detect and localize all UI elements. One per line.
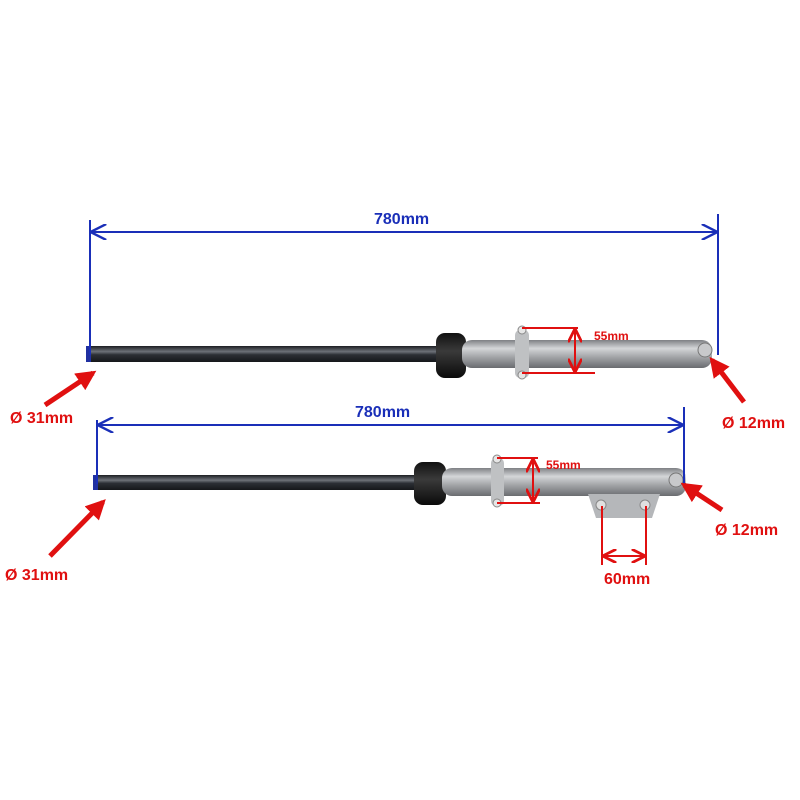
lower-slider xyxy=(462,340,712,368)
clamp xyxy=(515,330,529,378)
bottom-tube-diameter-label: Ø 31mm xyxy=(5,567,68,584)
top-axle-diameter-arrow xyxy=(709,356,746,404)
top-clamp-dimension xyxy=(522,327,595,374)
clamp xyxy=(491,458,504,506)
bottom-clamp-label: 55mm xyxy=(546,458,581,472)
bottom-axle-diameter-label: Ø 12mm xyxy=(715,522,778,539)
top-tube-diameter-label: Ø 31mm xyxy=(10,410,73,427)
axle-hole xyxy=(697,342,713,358)
top-length-label: 780mm xyxy=(374,211,429,228)
bottom-clamp-dimension xyxy=(497,457,540,504)
axle-hole xyxy=(668,472,684,488)
caliper-mount-label: 60mm xyxy=(604,571,650,588)
top-axle-diameter-label: Ø 12mm xyxy=(722,415,785,432)
bottom-length-label: 780mm xyxy=(355,404,410,421)
caliper-mount xyxy=(588,494,660,518)
stanchion-tube xyxy=(88,346,444,362)
bottom-length-dimension xyxy=(96,407,685,484)
caliper-mount-dimension xyxy=(601,506,647,565)
lower-slider xyxy=(442,468,686,496)
stanchion-tube xyxy=(95,475,420,490)
bottom-tube-diameter-arrow xyxy=(48,499,106,558)
tube-end-cap xyxy=(86,346,91,362)
dust-boot xyxy=(436,333,466,378)
top-clamp-label: 55mm xyxy=(594,329,629,343)
bottom-axle-diameter-arrow xyxy=(680,482,724,513)
fork-top xyxy=(86,325,713,380)
top-tube-diameter-arrow xyxy=(43,370,97,408)
tube-end-cap xyxy=(93,475,98,490)
fork-bottom xyxy=(93,454,686,518)
top-length-dimension xyxy=(89,214,719,355)
dust-boot xyxy=(414,462,446,505)
